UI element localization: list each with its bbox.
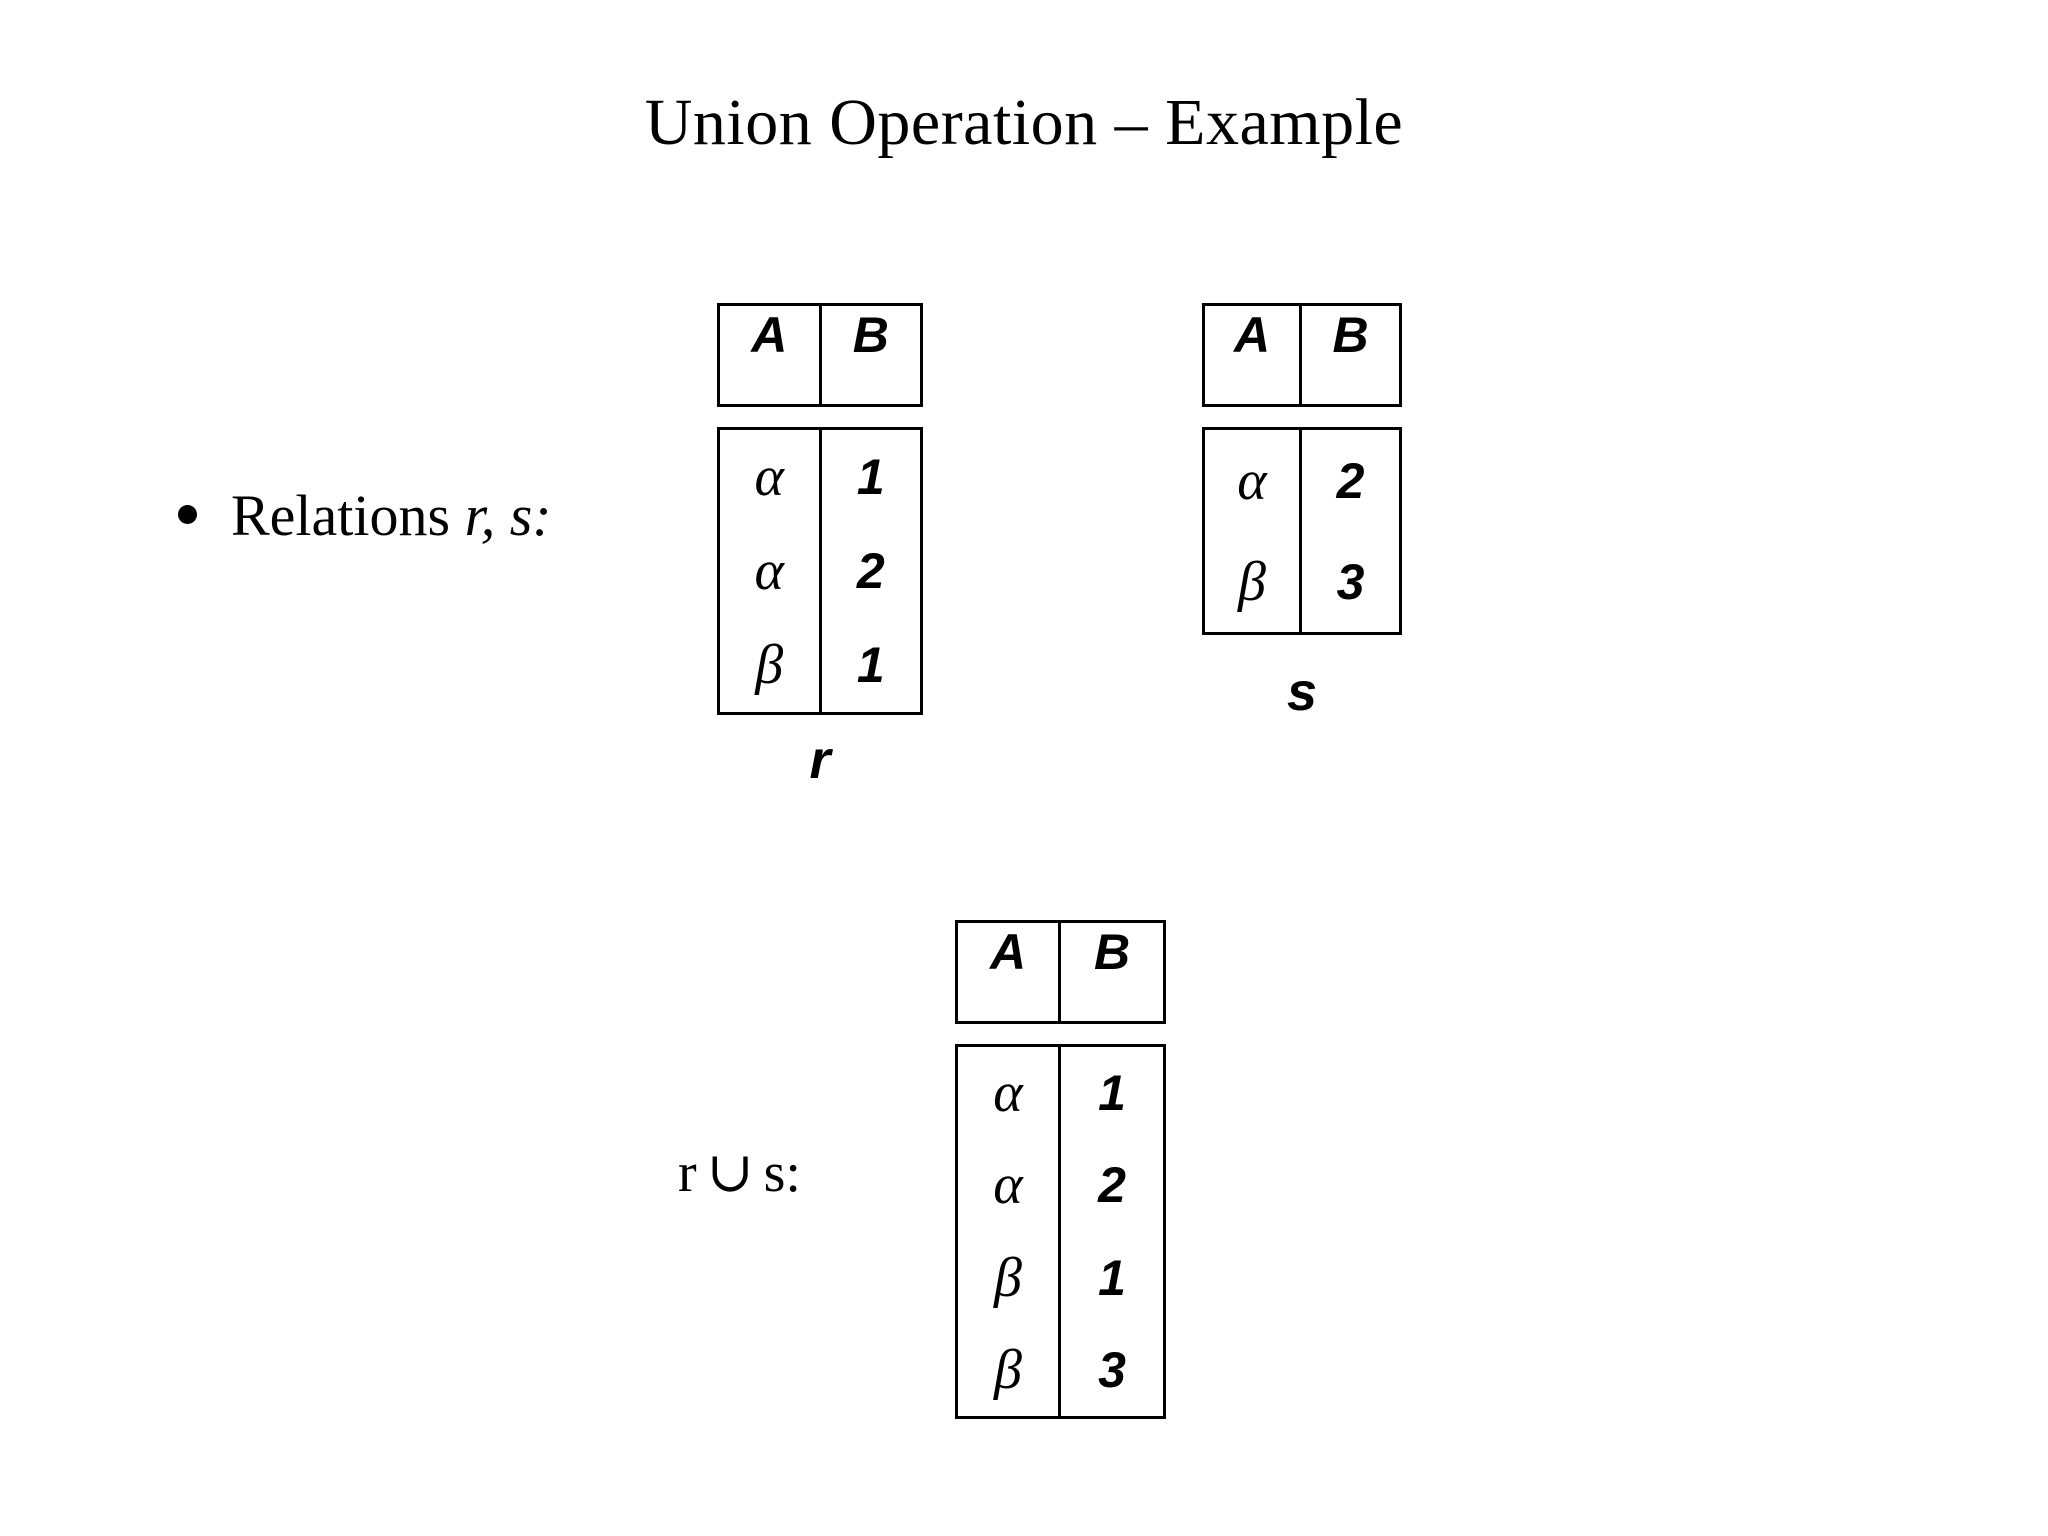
table-cell: β [994,1338,1022,1401]
table-cell: α [754,540,784,602]
bullet-text-roman: Relations [231,483,465,548]
bullet-text: Relations r, s: [231,485,552,547]
relation-table-s: A B α β 2 3 s [1202,303,1402,723]
table-cell: α [754,446,784,508]
relation-union-column-a: α α β β [958,1047,1061,1416]
relation-r-caption: r [809,730,831,790]
column-header-b: B [1093,924,1131,980]
relation-s-body: α β 2 3 [1202,427,1402,635]
table-cell: 2 [1336,452,1365,509]
relation-r-column-b: 1 2 1 [822,430,921,712]
relation-union-header-col-b: B [1061,923,1163,1021]
page-title: Union Operation – Example [644,86,1404,159]
relation-r-header: A B [717,303,923,407]
relation-s-caption: s [1286,662,1318,722]
table-cell: 3 [1098,1341,1126,1398]
table-cell: α [1237,449,1267,512]
relation-s-header: A B [1202,303,1402,407]
relation-s-column-a: α β [1205,430,1302,632]
table-cell: β [1238,550,1266,613]
relation-union-body: α α β β 1 2 1 3 [955,1044,1166,1419]
column-header-b: B [1332,307,1369,363]
table-cell: β [755,634,784,696]
table-cell: 2 [1098,1157,1126,1214]
relation-table-r: A B α α β 1 2 1 r [717,303,923,791]
bullet-point-icon [178,505,197,524]
relation-union-header-col-a: A [958,923,1061,1021]
column-header-a: A [751,307,788,363]
union-left-operand: r [678,1142,697,1204]
relation-s-header-col-b: B [1302,306,1399,404]
table-cell: 1 [1098,1065,1126,1122]
table-cell: 2 [856,543,885,599]
relation-table-union: A B α α β β 1 2 1 3 [955,920,1166,1419]
bullet-text-italic: r, s: [464,483,552,548]
column-header-a: A [989,924,1027,980]
column-header-a: A [1233,307,1271,363]
table-cell: 3 [1336,553,1365,610]
table-cell: 1 [856,449,885,505]
relation-r-column-a: α α β [720,430,822,712]
table-cell: 1 [856,637,885,693]
relation-r-body: α α β 1 2 1 [717,427,923,715]
bullet-item-relations: Relations r, s: [178,485,552,547]
table-cell: 1 [1098,1249,1126,1306]
relation-r-header-col-a: A [720,306,822,404]
union-right-operand: s: [763,1142,801,1204]
union-expression-label: r∪s: [678,1142,801,1204]
relation-union-header: A B [955,920,1166,1024]
union-operator-symbol: ∪ [706,1142,754,1204]
relation-s-column-b: 2 3 [1302,430,1399,632]
table-cell: β [994,1246,1022,1309]
table-cell: α [993,1062,1023,1125]
column-header-b: B [852,307,889,363]
relation-s-header-col-a: A [1205,306,1302,404]
table-cell: α [993,1154,1023,1217]
relation-r-header-col-b: B [822,306,921,404]
relation-union-column-b: 1 2 1 3 [1061,1047,1163,1416]
